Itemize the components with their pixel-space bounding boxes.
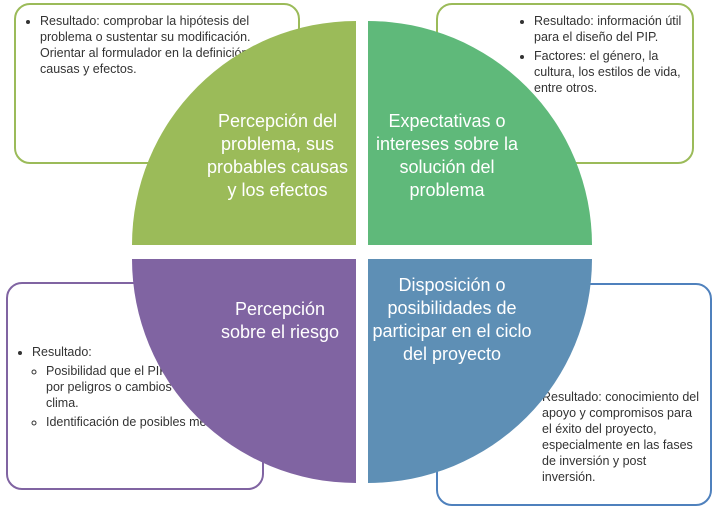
top-left-result-item: Resultado: comprobar la hipótesis del pr… <box>40 13 288 77</box>
top-left-text-box: Resultado: comprobar la hipótesis del pr… <box>14 3 300 164</box>
top-right-factors-item: Factores: el género, la cultura, los est… <box>534 48 686 96</box>
bottom-right-result-text: Resultado: conocimiento del apoyo y comp… <box>542 390 700 484</box>
bottom-left-text-box: Resultado: Posibilidad que el PIP sea im… <box>6 282 264 490</box>
bottom-right-text-box: Resultado: conocimiento del apoyo y comp… <box>436 283 712 506</box>
bottom-left-risk-item: Posibilidad que el PIP sea impactado por… <box>46 363 254 411</box>
top-right-text-box: Resultado: información útil para el dise… <box>436 3 694 164</box>
bottom-left-measures-item: Identificación de posibles medidas. <box>46 414 254 430</box>
top-right-result-item: Resultado: información útil para el dise… <box>534 13 686 45</box>
bottom-left-result-heading: Resultado: Posibilidad que el PIP sea im… <box>32 344 254 430</box>
